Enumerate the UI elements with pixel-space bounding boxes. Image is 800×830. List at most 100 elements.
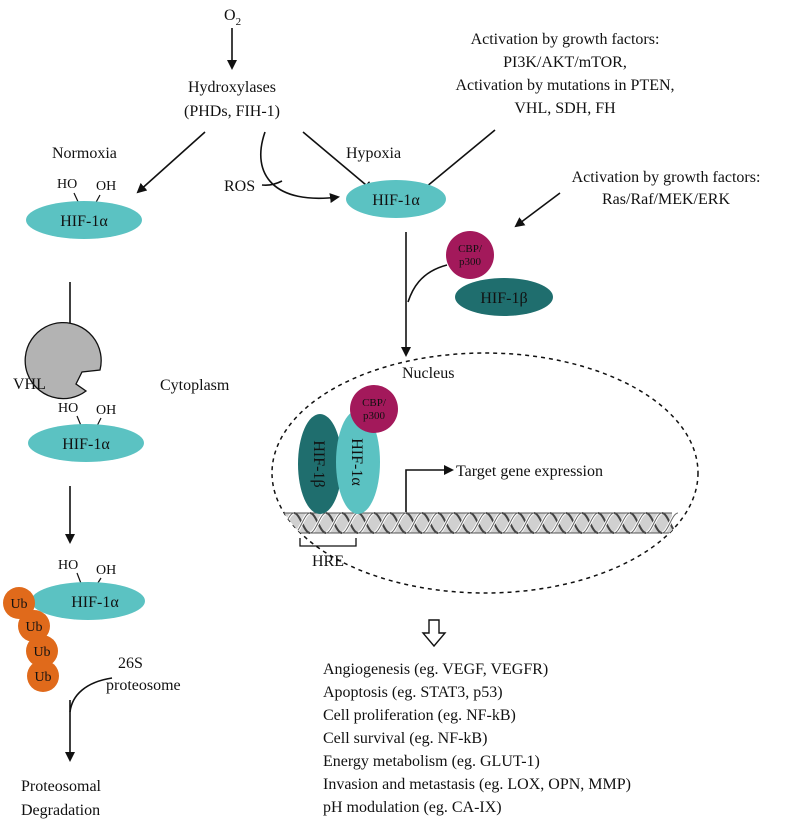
proteasome-curve xyxy=(69,677,113,713)
helix-strand-b-edge xyxy=(405,512,423,534)
helix-strand-b-edge xyxy=(629,512,647,534)
helix-strand-b-edge xyxy=(421,512,439,534)
svg-text:Activation by mutations in PTE: Activation by mutations in PTEN, xyxy=(455,77,674,94)
helix-strand-b-edge xyxy=(325,512,343,534)
svg-text:HIF-1α: HIF-1α xyxy=(62,436,110,453)
svg-text:CBP/: CBP/ xyxy=(362,397,387,409)
nucleus-boundary xyxy=(271,352,699,594)
degradation-label: Proteosomal Degradation xyxy=(21,778,102,819)
oxygen-label: O2 xyxy=(224,7,241,28)
normoxia-label: Normoxia xyxy=(52,145,117,162)
proteasome-label: 26S proteosome xyxy=(106,655,181,694)
nucleus-label: Nucleus xyxy=(402,365,454,382)
cbp-p300-cytoplasm: CBP/ p300 xyxy=(446,231,494,279)
svg-text:HIF-1β: HIF-1β xyxy=(480,290,527,307)
hif1a-ubiquitinated: HO OH HIF-1α xyxy=(31,558,145,620)
svg-text:HO: HO xyxy=(58,558,78,573)
helix-strand-b-edge xyxy=(373,512,391,534)
helix-strand-b-edge xyxy=(272,512,279,534)
svg-text:Ras/Raf/MEK/ERK: Ras/Raf/MEK/ERK xyxy=(602,191,730,208)
outcome-item: Angiogenesis (eg. VEGF, VEGFR) xyxy=(323,661,548,678)
ub-2 xyxy=(18,610,50,642)
svg-text:OH: OH xyxy=(96,403,116,418)
helix-strand-b-edge xyxy=(453,512,471,534)
helix-strand-b-edge xyxy=(357,512,375,534)
helix-strand-b-edge xyxy=(485,512,503,534)
outcome-list: Angiogenesis (eg. VEGF, VEGFR) Apoptosis… xyxy=(323,661,631,816)
helix-strand-b-edge xyxy=(309,512,327,534)
ub-4 xyxy=(27,660,59,692)
helix-strand-b-edge xyxy=(645,512,663,534)
svg-text:Ub: Ub xyxy=(34,670,51,685)
svg-text:proteosome: proteosome xyxy=(106,677,181,694)
cbp-merge-curve xyxy=(407,264,448,303)
ub-1 xyxy=(3,587,35,619)
vhl-hif1a-complex: VHL HO OH HIF-1α xyxy=(13,322,144,462)
svg-text:Activation by growth factors:: Activation by growth factors: xyxy=(471,31,660,48)
svg-text:Proteosomal: Proteosomal xyxy=(21,778,102,795)
svg-text:OH: OH xyxy=(96,563,116,578)
normoxia-arrow xyxy=(136,131,206,194)
hre-bracket xyxy=(299,538,357,547)
ros-connector xyxy=(261,180,283,187)
helix-strand-a xyxy=(272,512,279,534)
hydroxylases-label: Hydroxylases xyxy=(188,79,276,96)
svg-text:HIF-1β: HIF-1β xyxy=(310,440,327,487)
svg-text:HIF-1α: HIF-1α xyxy=(348,438,365,486)
svg-text:p300: p300 xyxy=(363,410,386,422)
svg-text:HIF-1α: HIF-1α xyxy=(60,213,108,230)
outcome-item: Cell proliferation (eg. NF-kB) xyxy=(323,707,516,724)
helix-strand-b-edge xyxy=(517,512,535,534)
helix-strand-b-edge xyxy=(533,512,551,534)
outcome-item: Invasion and metastasis (eg. LOX, OPN, M… xyxy=(323,776,631,793)
hypoxia-label: Hypoxia xyxy=(346,145,401,162)
svg-text:CBP/: CBP/ xyxy=(458,243,483,255)
helix-strand-b-edge xyxy=(661,512,679,534)
outcome-item: Energy metabolism (eg. GLUT-1) xyxy=(323,753,540,770)
helix-strand-b-edge xyxy=(469,512,487,534)
helix-strand-b-edge xyxy=(549,512,567,534)
svg-text:26S: 26S xyxy=(118,655,143,672)
hif1b-cytoplasm: HIF-1β xyxy=(455,278,553,316)
pi3k-activation-text: Activation by growth factors: PI3K/AKT/m… xyxy=(455,31,674,117)
svg-text:Ub: Ub xyxy=(25,620,42,635)
outcome-item: Cell survival (eg. NF-kB) xyxy=(323,730,487,747)
cbp-p300-nucleus: CBP/ p300 xyxy=(350,385,398,433)
ub-3 xyxy=(26,635,58,667)
svg-text:OH: OH xyxy=(96,179,116,194)
svg-text:Activation by growth factors:: Activation by growth factors: xyxy=(572,169,761,186)
svg-text:HIF-1α: HIF-1α xyxy=(71,594,119,611)
ubiquitin-chain: Ub Ub Ub Ub xyxy=(3,587,59,692)
pi3k-arrow xyxy=(418,129,496,194)
target-gene-label: Target gene expression xyxy=(456,463,603,480)
helix-strand-b-edge xyxy=(565,512,583,534)
ras-activation-text: Activation by growth factors: Ras/Raf/ME… xyxy=(572,169,761,208)
vhl-label: VHL xyxy=(13,376,46,393)
ros-label: ROS xyxy=(224,178,255,195)
svg-text:Degradation: Degradation xyxy=(21,802,100,819)
svg-text:HO: HO xyxy=(57,177,77,192)
svg-text:p300: p300 xyxy=(459,256,482,268)
svg-text:Ub: Ub xyxy=(33,645,50,660)
hypoxia-arrow xyxy=(302,131,374,192)
hif1a-hypoxia: HIF-1α xyxy=(346,180,446,218)
helix-strand-b xyxy=(272,511,279,535)
helix-strand-b-edge xyxy=(389,512,407,534)
hif1a-hydroxylated: HO OH HIF-1α xyxy=(26,177,142,239)
helix-strand-b-edge xyxy=(597,512,615,534)
svg-text:Ub: Ub xyxy=(10,597,27,612)
helix-strand-b-edge xyxy=(613,512,631,534)
svg-text:HIF-1α: HIF-1α xyxy=(372,192,420,209)
vhl-shape xyxy=(24,322,102,400)
outcome-item: Apoptosis (eg. STAT3, p53) xyxy=(323,684,503,701)
hre-label: HRE xyxy=(312,553,344,570)
helix-strand-b-edge xyxy=(581,512,599,534)
cytoplasm-label: Cytoplasm xyxy=(160,377,230,394)
outcome-item: pH modulation (eg. CA-IX) xyxy=(323,799,502,816)
helix-strand-b-edge xyxy=(501,512,519,534)
svg-text:HO: HO xyxy=(58,401,78,416)
svg-text:VHL, SDH, FH: VHL, SDH, FH xyxy=(514,100,616,117)
ras-arrow xyxy=(514,192,561,228)
